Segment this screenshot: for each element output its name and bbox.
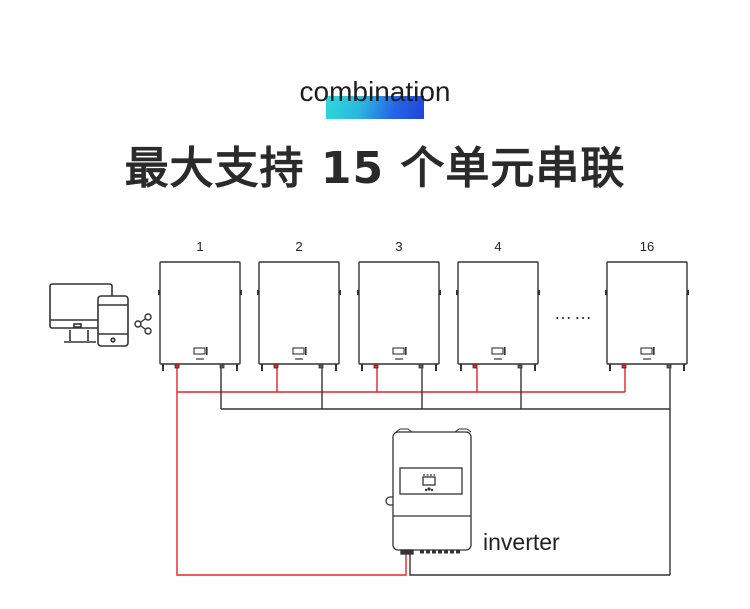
unit-number: 16	[640, 239, 654, 254]
subtitle-accent-bar	[326, 96, 424, 119]
ellipsis: ……	[554, 303, 594, 323]
unit-number: 3	[395, 239, 402, 254]
subtitle: combination	[299, 76, 451, 107]
positive-bus-wire	[176, 368, 626, 576]
battery-unit: 3	[357, 239, 441, 371]
inverter	[385, 428, 472, 555]
battery-unit: 1	[158, 239, 242, 371]
share-icon	[134, 313, 152, 335]
page-title: 最大支持 15 个单元串联	[124, 143, 626, 194]
unit-number: 1	[196, 239, 203, 254]
negative-bus-wire	[220, 368, 671, 576]
unit-number: 2	[295, 239, 302, 254]
unit-number: 4	[494, 239, 501, 254]
battery-unit: 16	[605, 239, 689, 371]
inverter-label: inverter	[483, 529, 560, 555]
battery-unit: 4	[456, 239, 540, 371]
battery-unit: 2	[257, 239, 341, 371]
subtitle-block: combination	[0, 74, 750, 124]
desktop-and-phone-icon	[49, 283, 129, 347]
